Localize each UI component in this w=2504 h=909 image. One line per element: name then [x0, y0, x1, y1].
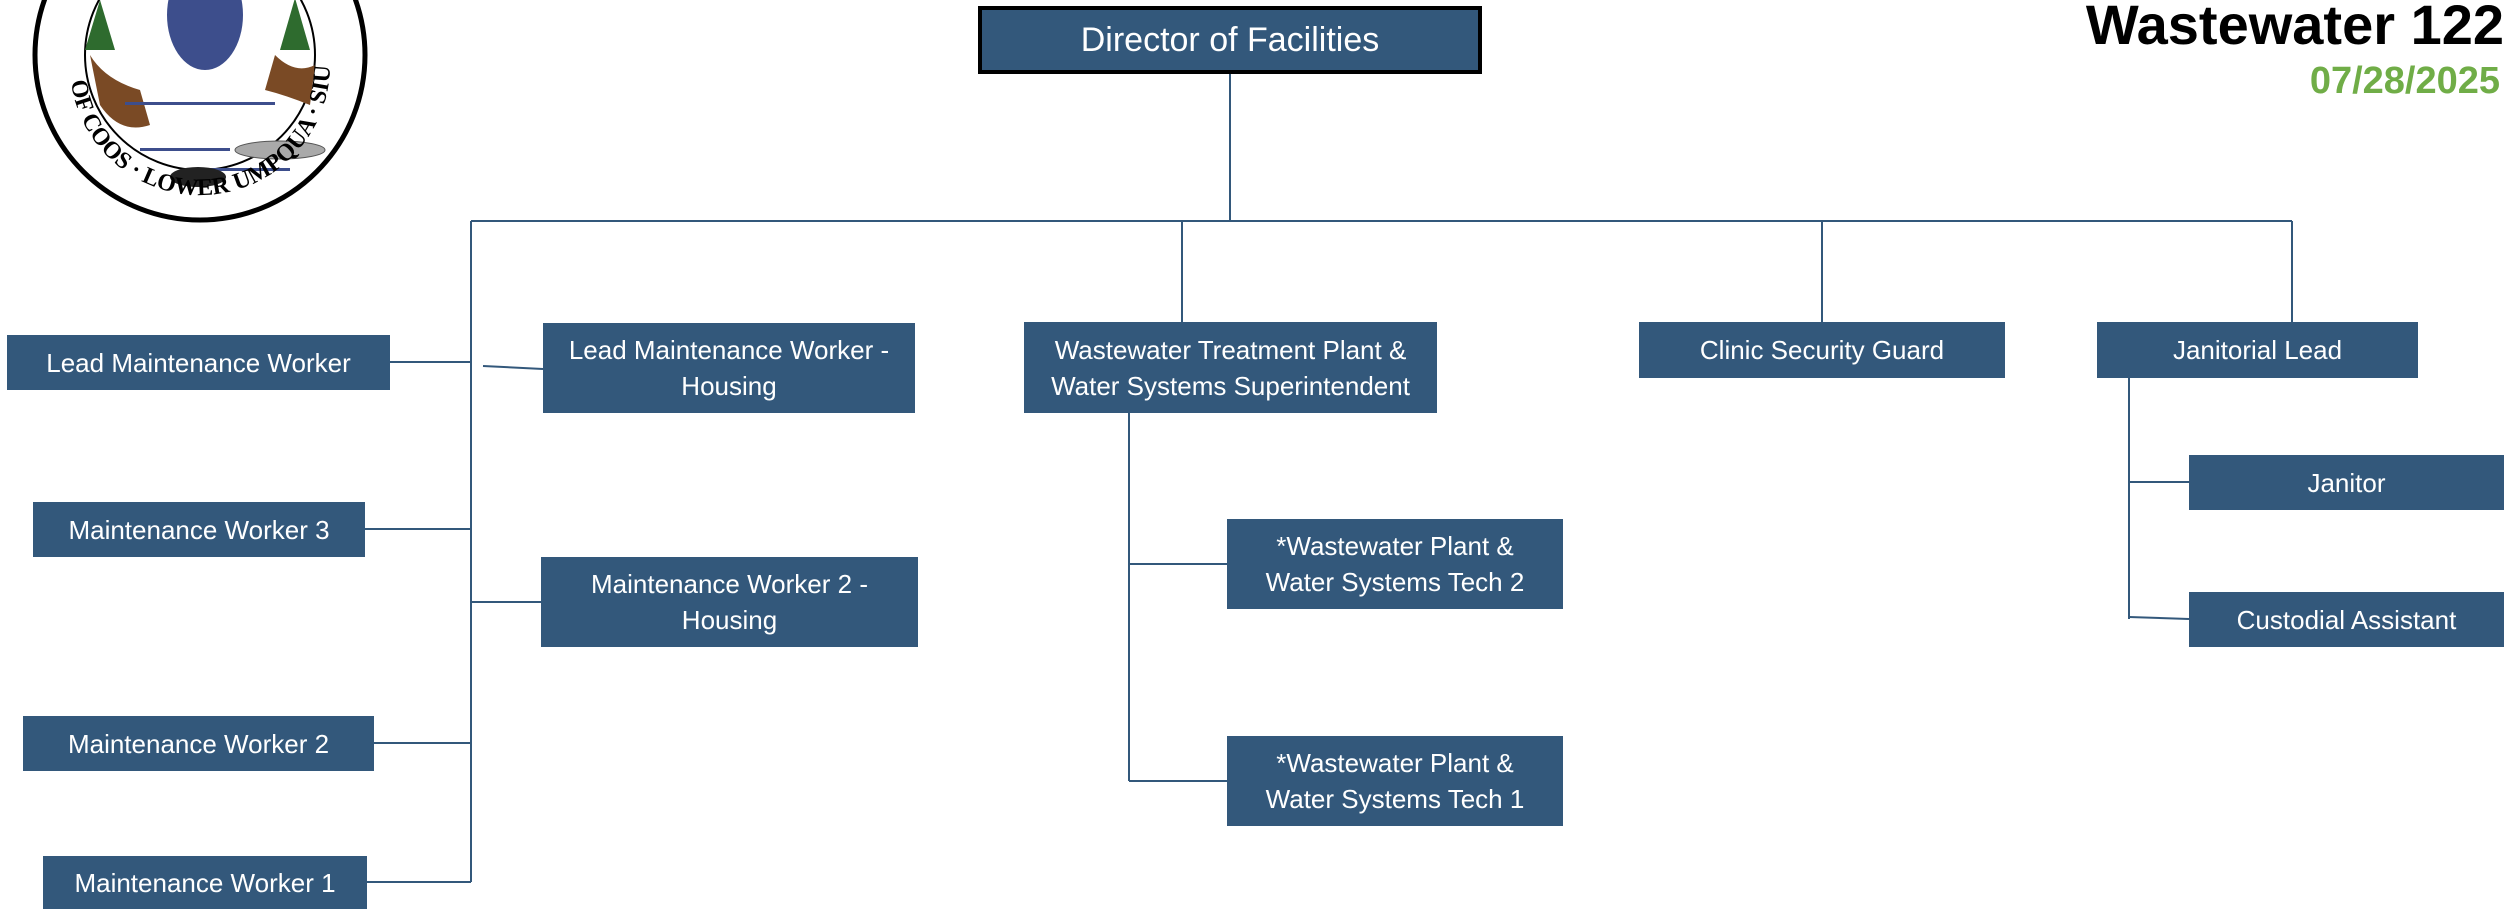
org-box-clinic-security-guard: Clinic Security Guard: [1639, 322, 2005, 378]
sea-lion-icon: [170, 167, 226, 187]
org-box-janitorial-lead: Janitorial Lead: [2097, 322, 2418, 378]
org-box-custodial-assistant: Custodial Assistant: [2189, 592, 2504, 647]
connector-custodial: [2128, 616, 2190, 620]
page-date: 07/28/2025: [2309, 60, 2500, 102]
org-box-lead-maintenance-worker-housing: Lead Maintenance Worker - Housing: [543, 323, 915, 413]
org-box-janitor: Janitor: [2189, 455, 2504, 510]
org-box-lead-maintenance-worker: Lead Maintenance Worker: [7, 335, 390, 390]
org-box-label-line: Housing: [681, 605, 778, 635]
org-box-director: Director of Facilities: [978, 6, 1482, 74]
tree-left-icon: [85, 0, 115, 50]
page-title: Wastewater 122: [2085, 0, 2504, 56]
org-box-label-line: Lead Maintenance Worker -: [568, 335, 890, 365]
org-box-wastewater-tech-2: *Wastewater Plant & Water Systems Tech 2: [1227, 519, 1563, 609]
org-box-maintenance-worker-2-housing: Maintenance Worker 2 - Housing: [541, 557, 918, 647]
org-box-label-line: *Wastewater Plant &: [1276, 748, 1514, 778]
org-box-label-line: *Wastewater Plant &: [1276, 531, 1514, 561]
org-box-maintenance-worker-2: Maintenance Worker 2: [23, 716, 374, 771]
org-box-label-line: Water Systems Superintendent: [1051, 370, 1410, 401]
org-box-maintenance-worker-3: Maintenance Worker 3: [33, 502, 365, 557]
tree-right-icon: [280, 0, 310, 50]
org-box-wastewater-tech-1: *Wastewater Plant & Water Systems Tech 1: [1227, 736, 1563, 826]
rock-left-icon: [90, 55, 150, 128]
tribal-seal-logo: OF COOS · LOWER UMPQUA · SIUSLAW: [30, 0, 368, 223]
org-box-maintenance-worker-1: Maintenance Worker 1: [43, 856, 367, 909]
salmon-icon: [167, 0, 243, 70]
connector-lead-maint-housing: [482, 365, 544, 370]
whale-icon: [234, 140, 326, 160]
org-box-superintendent: Wastewater Treatment Plant & Water Syste…: [1024, 322, 1437, 413]
org-box-label-line: Housing: [681, 371, 777, 401]
org-box-label-line: Water Systems Tech 2: [1265, 567, 1525, 597]
rock-right-icon: [265, 55, 315, 105]
org-box-label-line: Maintenance Worker 2 -: [591, 569, 868, 599]
org-box-label-line: Wastewater Treatment Plant &: [1054, 334, 1407, 365]
org-box-label-line: Water Systems Tech 1: [1265, 784, 1525, 814]
